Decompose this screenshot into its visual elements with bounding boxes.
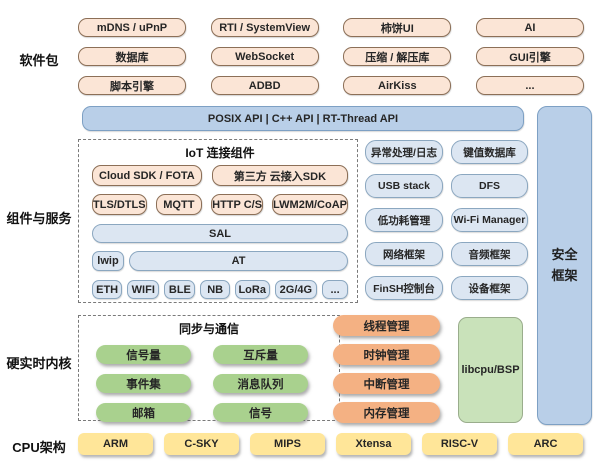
iot-protocol-box: MQTT xyxy=(155,194,203,215)
cpu-arch-box: ARM xyxy=(78,433,153,455)
service-box: Wi-Fi Manager xyxy=(451,208,528,232)
iot-group-title: IoT 连接组件 xyxy=(185,146,255,160)
iot-protocol-box: HTTP C/S xyxy=(211,194,264,215)
link-box: ... xyxy=(322,280,349,299)
service-box: DFS xyxy=(451,174,528,198)
service-box: 低功耗管理 xyxy=(365,208,443,232)
api-layer-bar: POSIX API | C++ API | RT-Thread API xyxy=(82,106,524,131)
sal-layer-box: SAL xyxy=(92,224,348,243)
services-grid: 异常处理/日志 键值数据库 USB stack DFS 低功耗管理 Wi-Fi … xyxy=(365,140,528,300)
kernel-pill: 中断管理 xyxy=(333,373,440,394)
package-box: ADBD xyxy=(210,76,319,95)
package-box: GUI引擎 xyxy=(475,47,584,66)
ipc-pill: 互斥量 xyxy=(213,345,308,364)
software-packages-grid: mDNS / uPnP RTI / SystemView 柿饼UI AI 数据库… xyxy=(78,18,584,95)
iot-cloud-box: 第三方 云接入SDK xyxy=(211,165,348,186)
kernel-pill: 时钟管理 xyxy=(333,344,440,365)
ipc-pill: 邮箱 xyxy=(96,403,191,422)
at-box: AT xyxy=(129,251,348,271)
link-box: WIFI xyxy=(127,280,160,299)
kernel-management-column: 线程管理 时钟管理 中断管理 内存管理 xyxy=(333,315,440,423)
section-label-components-services: 组件与服务 xyxy=(6,211,72,226)
cpu-arch-box: RISC-V xyxy=(422,433,497,455)
security-framework-column: 安全框架 xyxy=(537,106,592,425)
security-framework-label: 安全框架 xyxy=(551,247,578,283)
ipc-pill: 事件集 xyxy=(96,374,191,393)
package-box: AirKiss xyxy=(343,76,452,95)
iot-protocol-box: LWM2M/CoAP xyxy=(272,194,348,215)
ipc-group-title: 同步与通信 xyxy=(178,322,239,336)
service-box: 音频框架 xyxy=(451,242,528,266)
link-box: NB xyxy=(200,280,230,299)
package-box: 脚本引擎 xyxy=(78,76,186,95)
lwip-box: lwip xyxy=(92,251,124,271)
ipc-pill: 信号 xyxy=(213,403,308,422)
link-box: 2G/4G xyxy=(274,280,318,299)
cpu-arch-row: ARM C-SKY MIPS Xtensa RISC-V ARC xyxy=(78,433,583,455)
section-label-software-packages: 软件包 xyxy=(19,53,59,68)
section-label-hard-realtime-kernel: 硬实时内核 xyxy=(6,356,72,371)
link-box: LoRa xyxy=(234,280,270,299)
service-box: USB stack xyxy=(365,174,443,198)
package-box: 数据库 xyxy=(78,47,186,66)
ipc-group: 同步与通信 信号量 互斥量 事件集 消息队列 邮箱 信号 xyxy=(78,315,340,422)
service-box: 键值数据库 xyxy=(451,140,528,164)
package-box: ... xyxy=(475,76,584,95)
libcpu-bsp-box: libcpu/BSP xyxy=(458,317,523,423)
service-box: 异常处理/日志 xyxy=(365,140,443,164)
service-box: 设备框架 xyxy=(451,276,528,300)
package-box: WebSocket xyxy=(210,47,319,66)
section-label-cpu-architecture: CPU架构 xyxy=(12,440,66,455)
cpu-arch-box: Xtensa xyxy=(336,433,411,455)
cpu-arch-box: MIPS xyxy=(250,433,325,455)
ipc-pill: 信号量 xyxy=(96,345,191,364)
package-box: mDNS / uPnP xyxy=(78,18,186,37)
link-box: ETH xyxy=(92,280,123,299)
iot-protocol-box: TLS/DTLS xyxy=(92,194,147,215)
cpu-arch-box: ARC xyxy=(508,433,583,455)
package-box: 柿饼UI xyxy=(343,18,452,37)
service-box: 网络框架 xyxy=(365,242,443,266)
package-box: 压缩 / 解压库 xyxy=(343,47,452,66)
ipc-pill: 消息队列 xyxy=(213,374,308,393)
link-box: BLE xyxy=(164,280,196,299)
package-box: RTI / SystemView xyxy=(210,18,319,37)
service-box: FinSH控制台 xyxy=(365,276,443,300)
package-box: AI xyxy=(475,18,584,37)
kernel-pill: 线程管理 xyxy=(333,315,440,336)
kernel-pill: 内存管理 xyxy=(333,402,440,423)
iot-connectivity-group: IoT 连接组件 Cloud SDK / FOTA 第三方 云接入SDK TLS… xyxy=(78,139,358,303)
cpu-arch-box: C-SKY xyxy=(164,433,239,455)
iot-cloud-box: Cloud SDK / FOTA xyxy=(92,165,202,186)
